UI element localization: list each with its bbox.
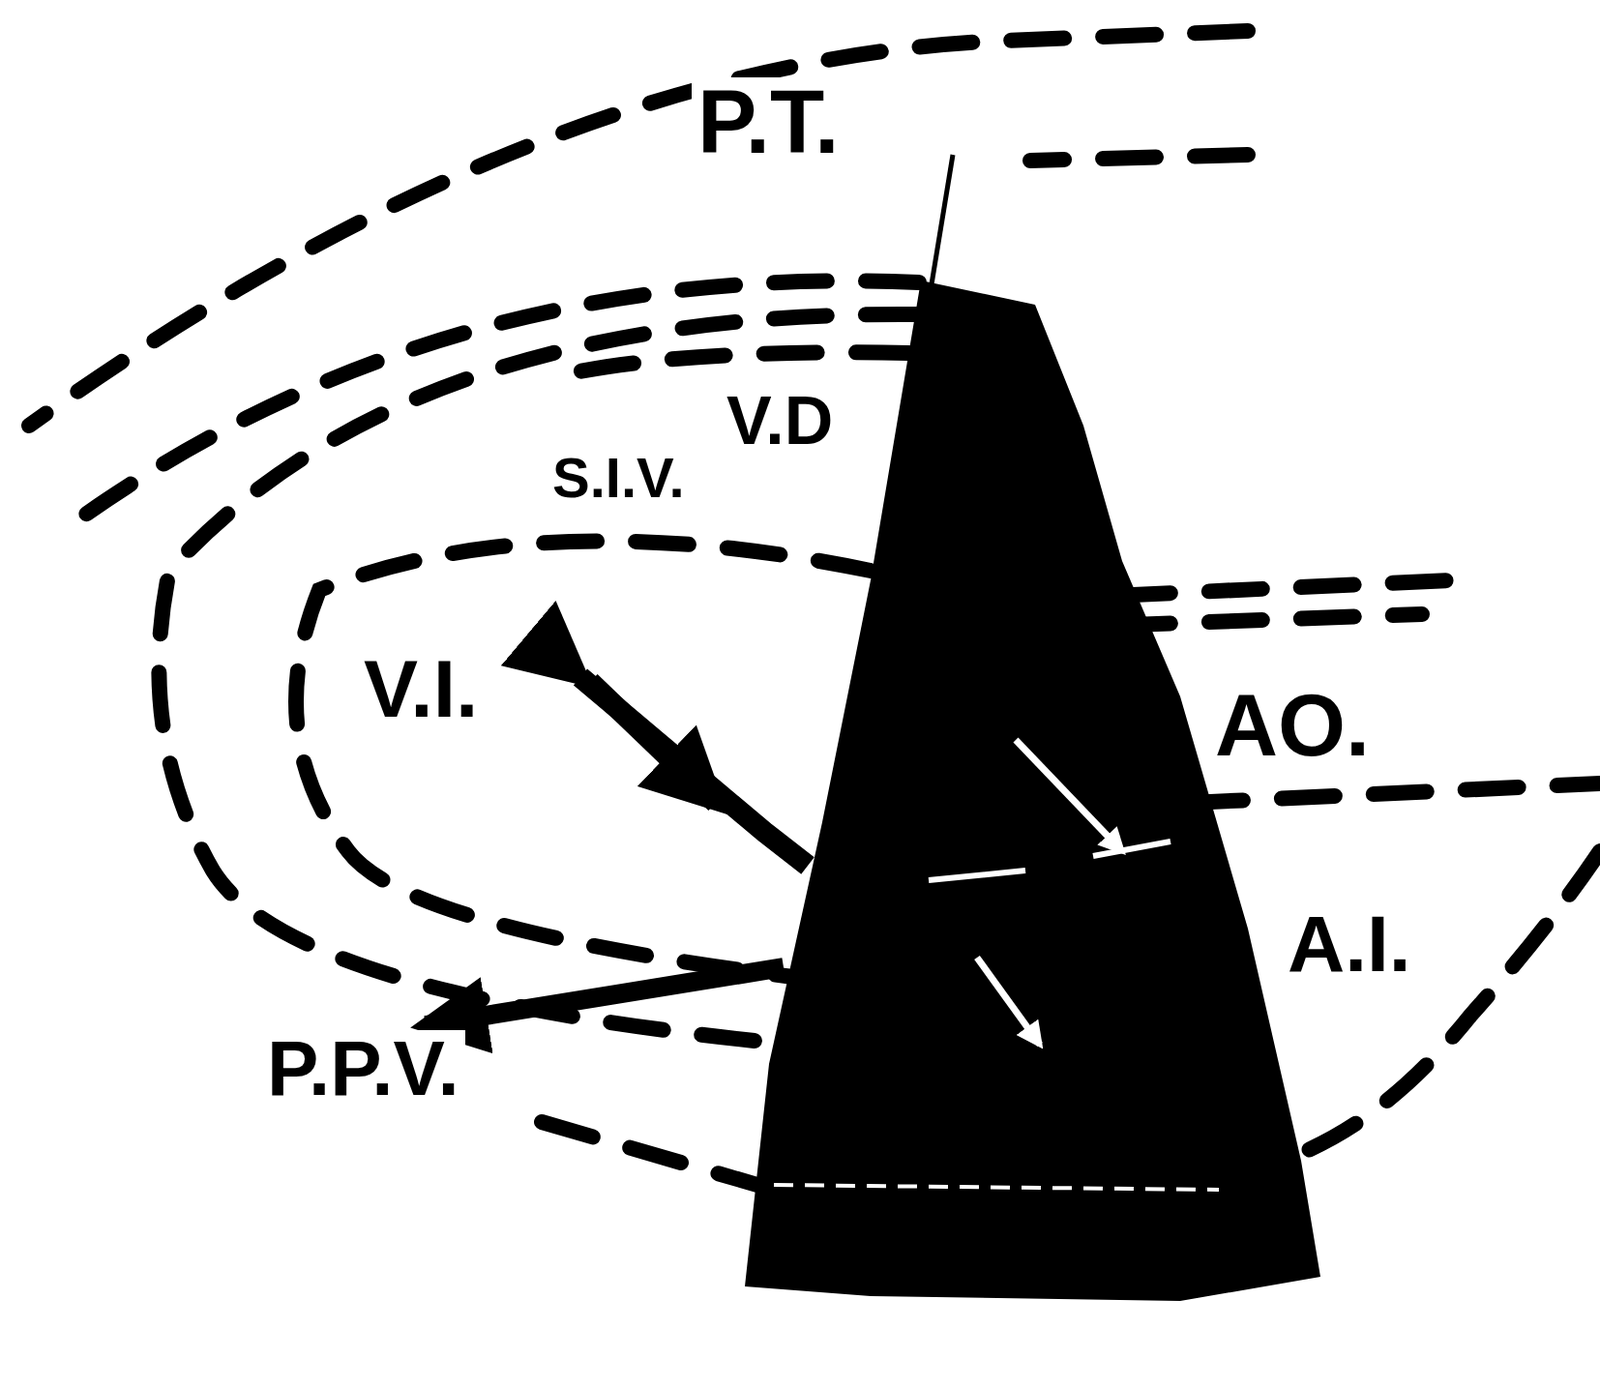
valve-mark [928,870,1026,881]
vessel-dash [541,1122,774,1190]
part-label: V.D [720,386,839,455]
part-label: P.T. [691,77,846,167]
apex-mark [773,1185,1219,1190]
flow-arrow [590,681,716,803]
part-label: AO. [1209,681,1376,770]
part-label: P.P.V. [261,1030,466,1108]
flow-arrow-white [1015,740,1123,852]
vessel-dash [296,540,871,978]
flow-arrow [425,967,784,1026]
vessel-dash [551,352,910,378]
needle-line [930,154,953,291]
part-label: A.I. [1281,904,1418,984]
vessel-dash [29,30,1248,426]
part-label: S.I.V. [546,449,691,506]
part-label: V.I. [357,648,484,730]
vessel-dash [1030,154,1248,161]
vessel-dash [1189,783,1600,803]
flow-arrow-white [977,957,1040,1045]
flow-arrow [580,677,808,866]
valve-mark [1093,841,1171,857]
vessel-dash [1305,851,1600,1152]
